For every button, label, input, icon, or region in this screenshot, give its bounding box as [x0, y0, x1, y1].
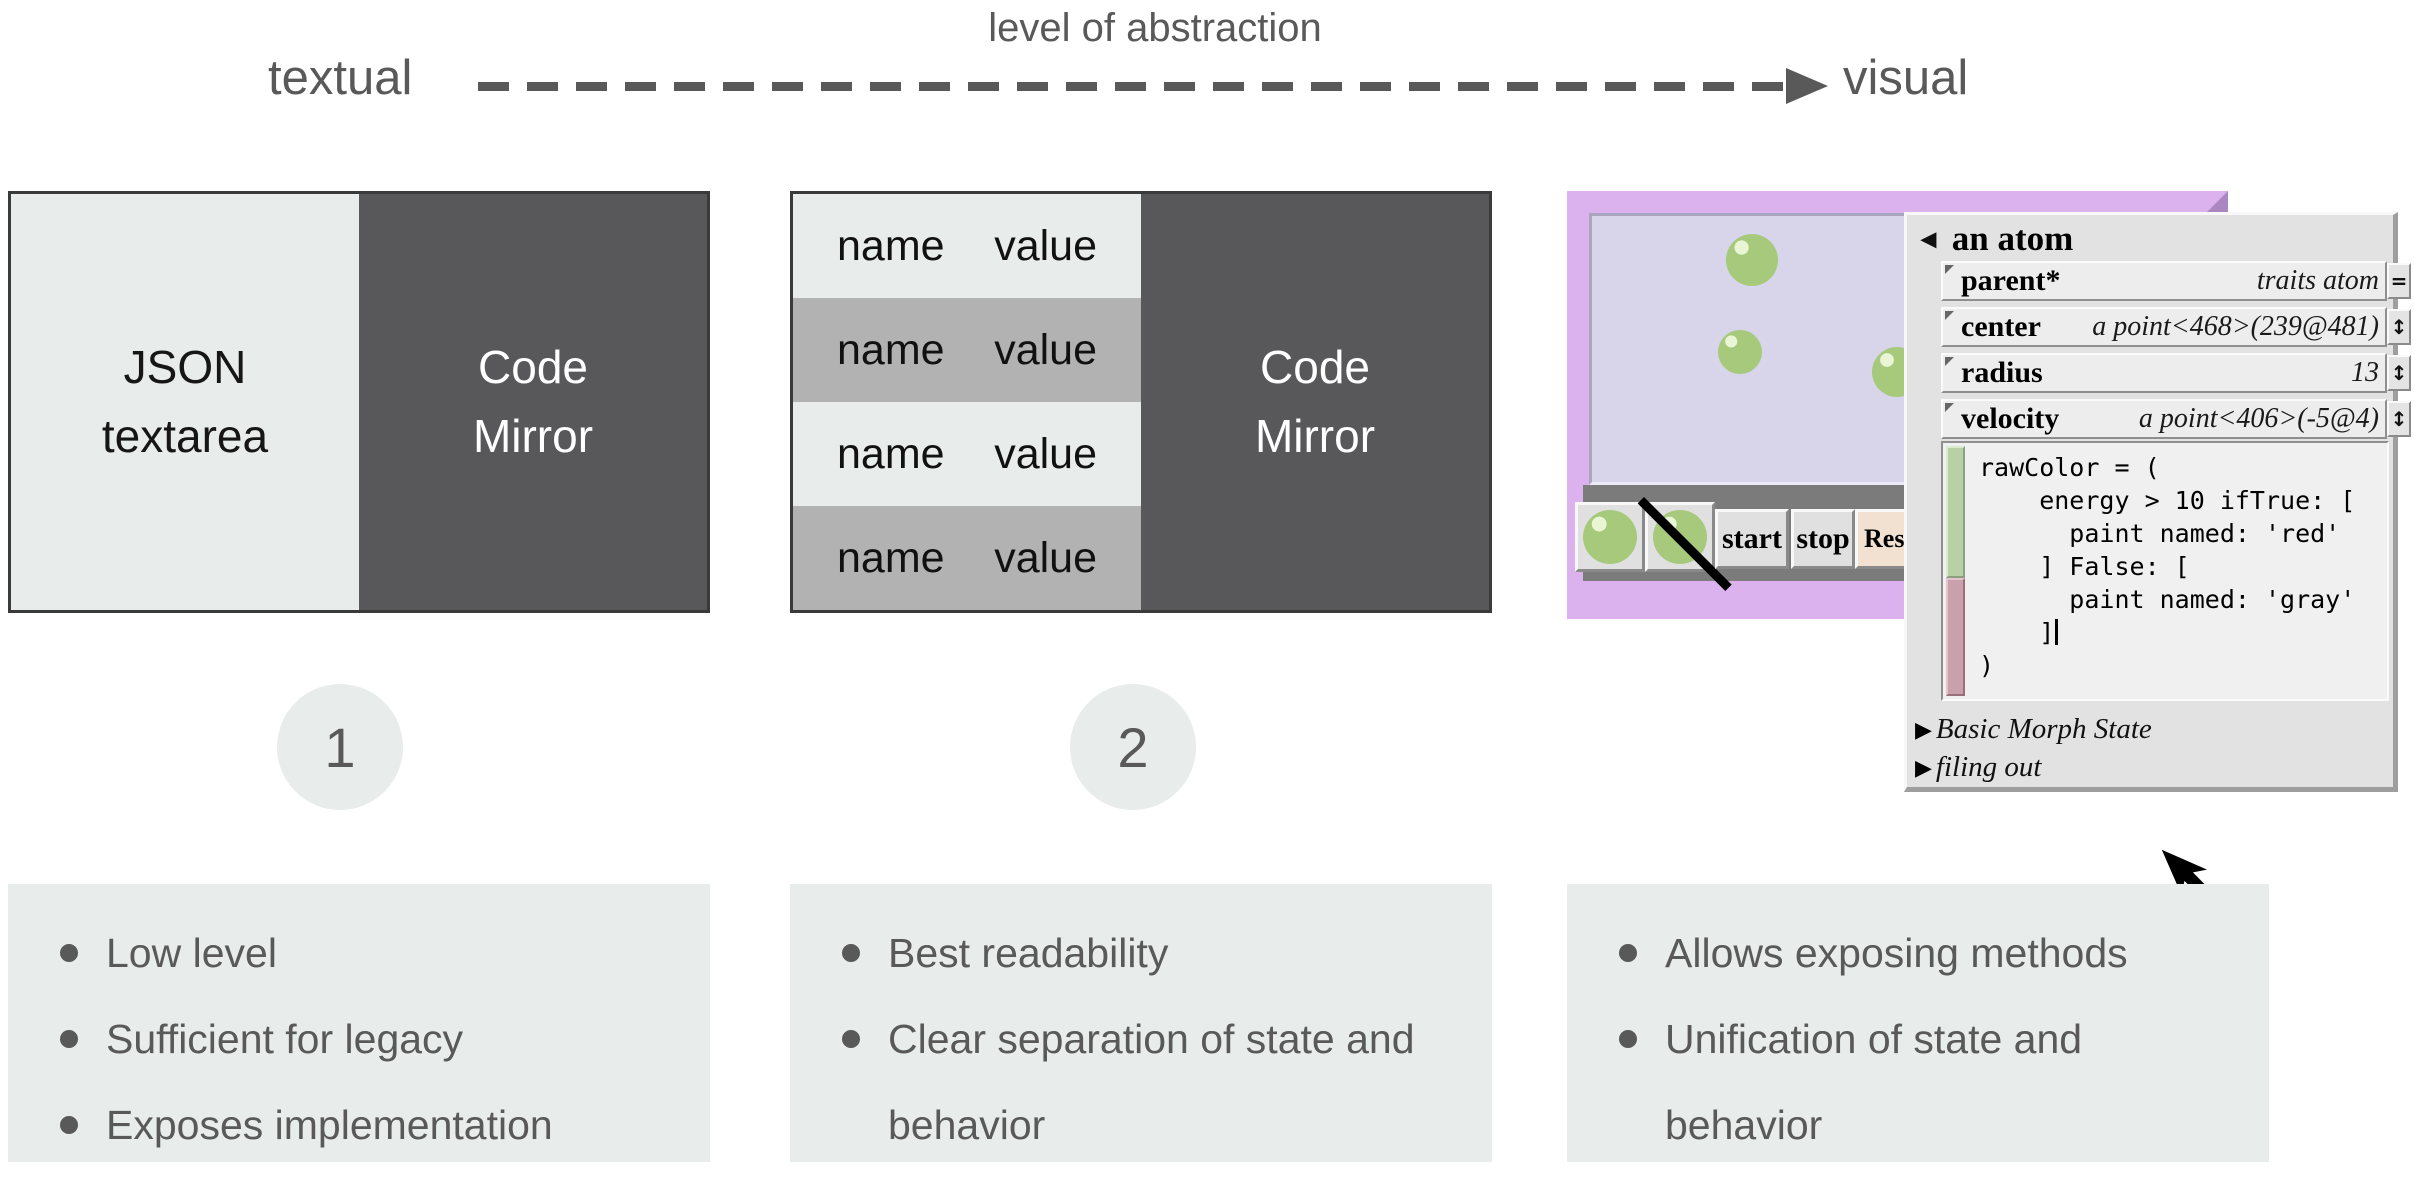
list-item: Allows exposing methods: [1613, 910, 2239, 996]
code-text: rawColor = ( energy > 10 ifTrue: [ paint…: [1979, 453, 2356, 680]
list-item: Exposes implementation: [54, 1082, 680, 1168]
stepper-button[interactable]: ↕: [2387, 355, 2411, 391]
cell-value: value: [994, 221, 1097, 270]
equals-button[interactable]: =: [2387, 263, 2411, 299]
row-menu-icon[interactable]: [1945, 403, 1954, 412]
start-button[interactable]: start: [1715, 509, 1789, 569]
property-row-center[interactable]: center a point<468>(239@481) ↕: [1941, 307, 2411, 347]
axis-title: level of abstraction: [988, 6, 1322, 50]
bullet-dot-icon: [1619, 1030, 1637, 1048]
atom-inspector-panel: ◄ an atom parent* traits atom = center a…: [1904, 212, 2411, 897]
property-value: a point<468>(239@481): [2092, 311, 2379, 342]
option1-box: JSON textarea Code Mirror: [8, 191, 710, 613]
bullet-dot-icon: [842, 944, 860, 962]
step-number-1: 1: [277, 684, 403, 810]
json-textarea-panel: JSON textarea: [11, 194, 359, 610]
bullet-dot-icon: [60, 1030, 78, 1048]
step-number-2: 2: [1070, 684, 1196, 810]
property-label: radius: [1961, 356, 2043, 389]
stepper-button[interactable]: ↕: [2387, 309, 2411, 345]
scrollbar-thumb-green[interactable]: [1946, 446, 1965, 578]
option2-bullet-list: Best readability Clear separation of sta…: [790, 884, 1492, 1162]
row-menu-icon[interactable]: [1945, 357, 1954, 366]
list-item: Unification of state and behavior: [1613, 996, 2239, 1168]
codemirror-panel-2: Code Mirror: [1141, 194, 1489, 610]
expand-arrow-icon[interactable]: ▶: [1915, 754, 1932, 780]
table-row: name value: [793, 506, 1141, 610]
remove-atom-button[interactable]: [1637, 497, 1732, 592]
codemirror-label-1: Code Mirror: [472, 341, 594, 462]
dashed-arrow-line: [478, 82, 1783, 91]
add-atom-button[interactable]: [1575, 502, 1645, 572]
table-row: name value: [793, 298, 1141, 402]
arrow-head-icon: [1786, 68, 1828, 104]
cell-value: value: [994, 429, 1097, 478]
cell-name: name: [837, 325, 945, 374]
option2-box: name value name value name value name va…: [790, 191, 1492, 613]
cell-value: value: [994, 325, 1097, 374]
list-item: Clear separation of state and behavior: [836, 996, 1462, 1168]
codemirror-panel-1: Code Mirror: [359, 194, 707, 610]
property-value: 13: [2351, 357, 2379, 388]
json-textarea-label: JSON textarea: [101, 341, 269, 462]
code-line-with-cursor: ]: [1979, 616, 2355, 649]
property-row-velocity[interactable]: velocity a point<406>(-5@4) ↕: [1941, 399, 2411, 439]
bullet-dot-icon: [842, 1030, 860, 1048]
method-code-editor[interactable]: rawColor = ( energy > 10 ifTrue: [ paint…: [1941, 441, 2389, 897]
inspector-title: an atom: [1951, 219, 2074, 258]
scrollbar-thumb-pink[interactable]: [1946, 578, 1965, 696]
viewer-flag-icon[interactable]: ◄: [1915, 223, 1942, 254]
list-item: Low level: [54, 910, 680, 996]
list-item: Best readability: [836, 910, 1462, 996]
codemirror-label-2: Code Mirror: [1254, 341, 1376, 462]
atom-icon: [1583, 510, 1637, 564]
property-row-parent[interactable]: parent* traits atom =: [1941, 261, 2411, 301]
stepper-button[interactable]: ↕: [2387, 401, 2411, 437]
property-row-radius[interactable]: radius 13 ↕: [1941, 353, 2411, 393]
property-label: parent*: [1961, 264, 2061, 297]
name-value-table: name value name value name value name va…: [793, 194, 1141, 610]
bullet-dot-icon: [60, 1116, 78, 1134]
table-row: name value: [793, 194, 1141, 298]
row-menu-icon[interactable]: [1945, 265, 1954, 274]
axis-left-label: textual: [268, 51, 413, 105]
bullet-dot-icon: [1619, 944, 1637, 962]
option1-bullet-list: Low level Sufficient for legacy Exposes …: [8, 884, 710, 1162]
axis-right-label: visual: [1843, 51, 1969, 105]
collapsed-section-basic-morph-state[interactable]: ▶ Basic Morph State: [1915, 713, 2152, 745]
property-label: center: [1961, 310, 2041, 343]
cell-name: name: [837, 221, 945, 270]
table-row: name value: [793, 402, 1141, 506]
cell-value: value: [994, 533, 1097, 582]
collapsed-section-filing-out[interactable]: ▶ filing out: [1915, 751, 2042, 783]
list-item: Sufficient for legacy: [54, 996, 680, 1082]
atom-sprite: [1718, 330, 1762, 374]
cell-name: name: [837, 429, 945, 478]
text-cursor: [2055, 619, 2059, 645]
row-menu-icon[interactable]: [1945, 311, 1954, 320]
atom-sprite: [1726, 234, 1778, 286]
expand-arrow-icon[interactable]: ▶: [1915, 716, 1932, 742]
property-value: traits atom: [2256, 265, 2379, 296]
option3-bullet-list: Allows exposing methods Unification of s…: [1567, 884, 2269, 1162]
property-value: a point<406>(-5@4): [2138, 403, 2379, 434]
code-scrollbar[interactable]: [1946, 446, 1965, 696]
bullet-dot-icon: [60, 944, 78, 962]
stop-button[interactable]: stop: [1791, 509, 1855, 569]
cell-name: name: [837, 533, 945, 582]
property-label: velocity: [1961, 402, 2060, 435]
inspector-title-row: ◄ an atom: [1915, 219, 2073, 259]
